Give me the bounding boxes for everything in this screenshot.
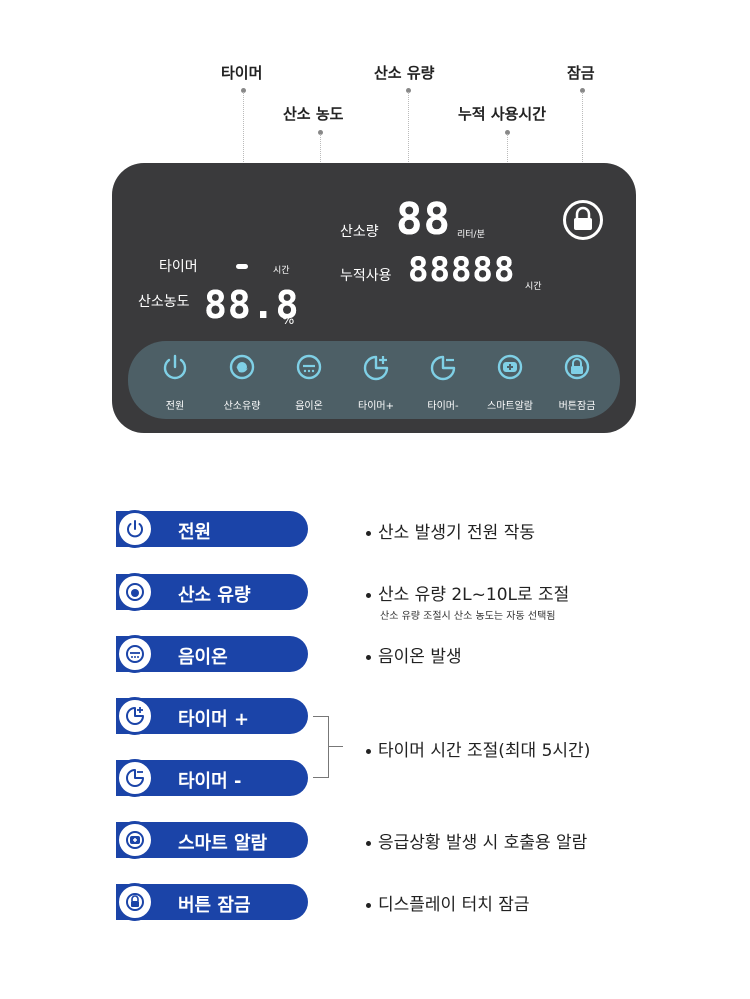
display-concentration-value: 88.8 xyxy=(204,283,300,327)
bullet xyxy=(366,748,371,754)
panel-button-smart-alarm[interactable]: 스마트알람 xyxy=(477,341,543,419)
callout-oxygen-flow: 산소 유량 xyxy=(374,64,435,82)
legend-icon-circle xyxy=(116,759,154,797)
legend-desc-sub: 산소 유량 조절시 산소 농도는 자동 선택됨 xyxy=(380,611,556,622)
callout-dot xyxy=(318,130,323,135)
legend-power: 전원 xyxy=(116,510,308,548)
smart-alarm-icon xyxy=(126,831,144,849)
legend-label: 전원 xyxy=(178,522,212,543)
panel-button-button-lock[interactable]: 버튼잠금 xyxy=(544,341,610,419)
legend-label: 타이머 + xyxy=(178,709,250,730)
legend-icon-circle xyxy=(116,883,154,921)
bullet xyxy=(366,840,371,846)
legend-desc: 산소 유량 2L~10L로 조절 xyxy=(366,580,569,605)
smart-alarm-icon xyxy=(497,354,523,380)
bullet xyxy=(366,902,371,908)
callout-dot xyxy=(406,88,411,93)
panel-button-power[interactable]: 전원 xyxy=(142,341,208,419)
legend-label: 타이머 - xyxy=(178,771,242,792)
legend-label: 음이온 xyxy=(178,647,228,668)
display-cumulative-label: 누적사용 xyxy=(340,268,392,284)
button-lock-icon xyxy=(564,354,590,380)
callout-lock: 잠금 xyxy=(567,64,595,82)
legend-anion: 음이온 xyxy=(116,635,308,673)
display-timer-label: 타이머 xyxy=(159,259,198,275)
panel-button-timer-minus[interactable]: 타이머- xyxy=(410,341,476,419)
bullet xyxy=(366,592,371,598)
legend-icon-circle xyxy=(116,635,154,673)
legend-desc-text: 음이온 발생 xyxy=(378,647,462,667)
display-timer-unit: 시간 xyxy=(273,266,290,276)
display-timer-digit xyxy=(236,264,248,269)
legend-desc-text: 산소 발생기 전원 작동 xyxy=(378,523,535,543)
legend-timer-plus: 타이머 + xyxy=(116,697,308,735)
panel-button-bar: 전원 산소유량 음이온 타이머+ 타이머- xyxy=(128,341,620,419)
timer-plus-icon xyxy=(363,355,389,381)
legend-desc-timer: 타이머 시간 조절(최대 5시간) xyxy=(366,736,590,761)
panel-button-timer-plus[interactable]: 타이머+ xyxy=(343,341,409,419)
panel-button-label: 타이머- xyxy=(427,401,459,412)
legend-button-lock: 버튼 잠금 xyxy=(116,883,308,921)
legend-desc: 산소 발생기 전원 작동 xyxy=(366,518,535,543)
legend-desc: 음이온 발생 xyxy=(366,642,462,667)
panel-button-label: 전원 xyxy=(165,401,185,412)
legend-oxygen-flow: 산소 유량 xyxy=(116,573,308,611)
callout-dot xyxy=(241,88,246,93)
legend-desc-text: 타이머 시간 조절(최대 5시간) xyxy=(378,741,591,761)
bullet xyxy=(366,530,371,536)
panel-button-label: 버튼잠금 xyxy=(558,401,596,412)
timer-minus-icon xyxy=(126,769,144,787)
display-flow-unit: 리터/분 xyxy=(457,230,485,240)
anion-icon xyxy=(126,645,144,663)
lock-indicator-icon xyxy=(563,200,603,240)
oxygen-flow-icon xyxy=(229,354,255,380)
legend-desc-text: 응급상황 발생 시 호출용 알람 xyxy=(378,833,588,853)
anion-icon xyxy=(296,354,322,380)
panel-button-label: 스마트알람 xyxy=(487,401,533,412)
legend-timer-minus: 타이머 - xyxy=(116,759,308,797)
callout-line xyxy=(582,92,583,198)
oxygen-flow-icon xyxy=(126,583,144,601)
callout-line xyxy=(408,92,409,188)
legend-icon-circle xyxy=(116,510,154,548)
panel-button-label: 산소유량 xyxy=(223,401,261,412)
display-cumulative-unit: 시간 xyxy=(525,282,542,292)
callout-dot xyxy=(580,88,585,93)
callout-dot xyxy=(505,130,510,135)
panel-button-label: 타이머+ xyxy=(358,401,394,412)
display-concentration-label: 산소농도 xyxy=(138,294,190,310)
power-icon xyxy=(163,354,187,380)
panel-button-anion[interactable]: 음이온 xyxy=(276,341,342,419)
legend-desc-text: 디스플레이 터치 잠금 xyxy=(378,895,530,915)
legend-desc: 응급상황 발생 시 호출용 알람 xyxy=(366,828,587,853)
button-lock-icon xyxy=(126,893,144,911)
timer-plus-icon xyxy=(126,707,144,725)
legend-icon-circle xyxy=(116,821,154,859)
display-flow-label: 산소량 xyxy=(340,224,379,240)
bullet xyxy=(366,654,371,660)
panel-button-oxygen-flow[interactable]: 산소유량 xyxy=(209,341,275,419)
legend-desc: 디스플레이 터치 잠금 xyxy=(366,890,530,915)
timer-bracket-tick xyxy=(329,746,343,747)
power-icon xyxy=(127,520,143,538)
legend-smart-alarm: 스마트 알람 xyxy=(116,821,308,859)
callout-timer: 타이머 xyxy=(221,64,263,82)
timer-bracket xyxy=(313,716,329,778)
legend-label: 버튼 잠금 xyxy=(178,895,251,916)
legend-icon-circle xyxy=(116,573,154,611)
panel-button-label: 음이온 xyxy=(295,401,323,412)
callout-oxygen-concentration: 산소 농도 xyxy=(283,105,344,123)
display-flow-value: 88 xyxy=(396,194,451,245)
display-cumulative-value: 88888 xyxy=(408,250,516,290)
legend-desc-text: 산소 유량 2L~10L로 조절 xyxy=(378,585,570,605)
legend-label: 산소 유량 xyxy=(178,585,251,606)
display-concentration-unit: % xyxy=(282,313,295,328)
legend-label: 스마트 알람 xyxy=(178,833,268,854)
timer-minus-icon xyxy=(430,355,456,381)
callout-cumulative-time: 누적 사용시간 xyxy=(458,105,547,123)
legend-icon-circle xyxy=(116,697,154,735)
